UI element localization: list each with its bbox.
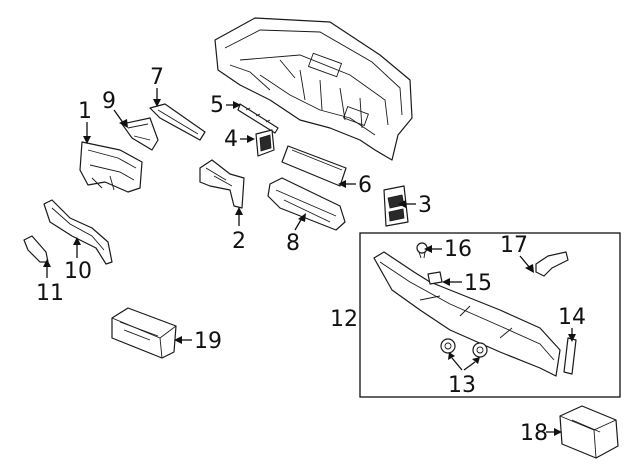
part-13-bumpers <box>440 338 488 358</box>
callout-2: 2 <box>232 207 246 254</box>
callout-label-7: 7 <box>150 65 164 90</box>
callout-label-12: 12 <box>330 307 358 332</box>
callout-12: 12 <box>330 307 358 332</box>
part-3-switch <box>383 185 409 227</box>
callout-label-11: 11 <box>36 281 64 306</box>
callout-17: 17 <box>500 233 534 273</box>
callout-1: 1 <box>78 99 92 144</box>
callout-15: 15 <box>442 271 492 296</box>
callout-5: 5 <box>210 93 241 118</box>
part-4-vent <box>255 129 275 157</box>
part-16-clip <box>416 242 428 259</box>
part-5-strip <box>237 103 279 134</box>
callout-11: 11 <box>36 259 64 306</box>
callout-label-1: 1 <box>78 99 92 124</box>
callout-4: 4 <box>224 127 255 152</box>
part-7-duct <box>149 103 206 141</box>
callout-9: 9 <box>102 89 128 128</box>
callout-label-9: 9 <box>102 89 116 114</box>
callout-18: 18 <box>520 421 562 446</box>
dashboard-carrier-assembly <box>214 17 413 161</box>
callout-label-16: 16 <box>444 237 472 262</box>
callout-8: 8 <box>286 213 306 256</box>
part-6-trim-strip <box>281 145 347 187</box>
callout-10: 10 <box>64 237 92 284</box>
callout-16: 16 <box>424 237 472 262</box>
callout-label-10: 10 <box>64 259 92 284</box>
callout-13: 13 <box>448 352 480 398</box>
part-12-glove-box <box>373 251 561 377</box>
part-11-bracket <box>23 235 49 263</box>
callout-6: 6 <box>338 173 372 198</box>
part-14-damper <box>563 337 577 375</box>
callout-14: 14 <box>558 305 586 342</box>
callout-3: 3 <box>398 193 432 218</box>
callout-label-8: 8 <box>286 231 300 256</box>
part-18-module <box>559 405 619 459</box>
glovebox-inset-frame <box>359 232 621 398</box>
callout-label-6: 6 <box>358 173 372 198</box>
callout-label-15: 15 <box>464 271 492 296</box>
part-17-lamp <box>535 251 569 277</box>
part-2-bracket <box>199 159 245 209</box>
callout-19: 19 <box>174 329 222 354</box>
callout-label-5: 5 <box>210 93 224 118</box>
callout-label-2: 2 <box>232 229 246 254</box>
callout-label-4: 4 <box>224 127 238 152</box>
part-19-console-box <box>111 307 177 359</box>
callout-label-3: 3 <box>418 193 432 218</box>
callout-7: 7 <box>150 65 164 107</box>
callout-label-14: 14 <box>558 305 586 330</box>
callout-label-18: 18 <box>520 421 548 446</box>
callout-label-17: 17 <box>500 233 528 258</box>
part-15-latch <box>427 271 443 285</box>
part-1-panel <box>79 141 143 193</box>
part-9-bracket <box>121 117 159 151</box>
part-10-reinforcement <box>43 199 113 265</box>
callout-label-13: 13 <box>448 373 476 398</box>
callout-label-19: 19 <box>194 329 222 354</box>
part-8-lower-panel <box>267 177 346 231</box>
